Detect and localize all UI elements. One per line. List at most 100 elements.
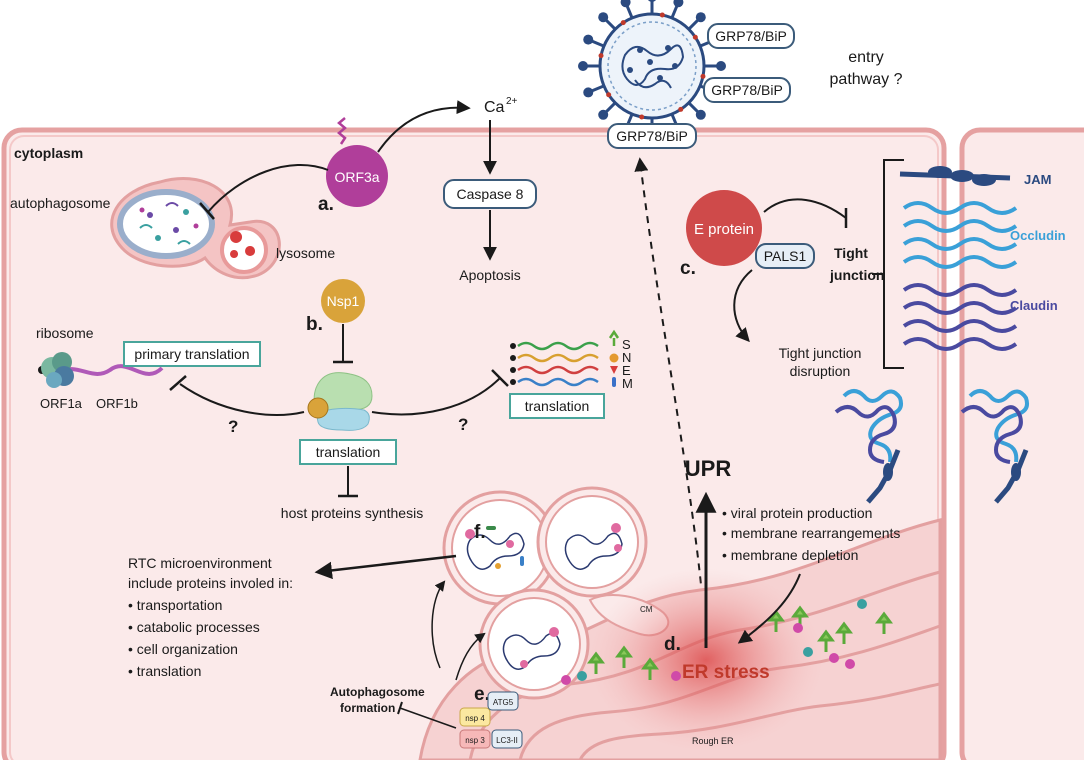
rtc-bullet-1: • transportation: [128, 597, 222, 613]
question-right: ?: [458, 415, 468, 434]
claudin-label: Claudin: [1010, 298, 1058, 313]
virus-spike-stalk: [590, 39, 605, 48]
orf3a-label: ORF3a: [334, 169, 379, 185]
virus-envelope-protein: [678, 106, 684, 112]
ribosome-left: [38, 352, 164, 388]
junction-bracket: [883, 159, 904, 369]
label-c: c.: [680, 258, 696, 279]
jam-proteins: [899, 166, 1011, 186]
e-protein-label: E protein: [694, 221, 754, 238]
rtc-line-1: RTC microenvironment: [128, 555, 272, 571]
autophagosome-lysosome: [110, 177, 281, 280]
grp78-box-3: [607, 123, 697, 149]
er-spike-proteins: [561, 599, 893, 685]
orf3a-to-ca-arrow: [377, 100, 471, 153]
label-a: a.: [318, 194, 334, 215]
virus-spike-head: [578, 61, 588, 71]
nsp3-box: [459, 729, 491, 749]
ribosome-center: [307, 372, 373, 431]
cytoplasm-label: cytoplasm: [14, 145, 83, 161]
label-d: d.: [664, 634, 681, 655]
translation-right-box: [509, 393, 605, 419]
occludin-label: Occludin: [1010, 228, 1066, 243]
neighbor-cell: [959, 127, 1084, 760]
rtc-line-2: include proteins involed in:: [128, 575, 293, 591]
jam-label: JAM: [1024, 172, 1051, 187]
e-protein-circle: [686, 190, 762, 266]
virus-envelope-protein: [692, 34, 698, 40]
er-protein-dot: [829, 653, 839, 663]
question-left: ?: [228, 417, 238, 436]
lc3-box: [491, 729, 523, 749]
primary-translation-box: [123, 341, 261, 367]
virus-envelope-protein: [620, 20, 626, 26]
autophagosome-formation-label-1: Autophagosome: [330, 685, 425, 699]
virus-spike-head: [673, 0, 684, 8]
pals1-box: [755, 243, 815, 269]
apoptosis-label: Apoptosis: [459, 267, 520, 283]
virus-spike-stalk: [687, 18, 700, 31]
grp78-box-2: [703, 77, 791, 103]
virus-spike-stalk: [604, 101, 617, 114]
er-bullet-1: • viral protein production: [722, 505, 872, 521]
tj-disruption-label-2: disruption: [790, 363, 851, 379]
pals1-label: PALS1: [764, 248, 807, 264]
er-protein-dot: [561, 675, 571, 685]
orf3a-tail: [337, 117, 347, 145]
autophagosome-formation-label-2: formation: [340, 701, 395, 715]
virus-spike-stalk: [670, 4, 679, 19]
nsp4-label: nsp 4: [465, 714, 485, 723]
virus-spike-head: [695, 12, 706, 23]
translation-center-box: [299, 439, 397, 465]
orf1b-label: ORF1b: [96, 396, 138, 411]
ca-label: Ca: [484, 99, 505, 116]
er-bullet-3: • membrane depletion: [722, 547, 858, 563]
rtc-bullet-4: • translation: [128, 663, 201, 679]
virus-envelope-protein: [659, 12, 665, 18]
upr-label: UPR: [685, 456, 732, 481]
rough-er-label: Rough ER: [692, 736, 734, 746]
er-protein-dot: [857, 599, 867, 609]
orf1a-label: ORF1a: [40, 396, 83, 411]
caspase8-label: Caspase 8: [457, 186, 524, 202]
er-protein-dot: [577, 671, 587, 681]
er-protein-dot: [845, 659, 855, 669]
er-spike-protein: [615, 645, 633, 668]
er-stress-glow: [588, 568, 824, 752]
dmv-top: [442, 490, 558, 606]
er-spike-protein: [817, 629, 835, 652]
caspase8-box: [443, 179, 537, 209]
translation-right-label: translation: [525, 398, 590, 414]
er-protein-dot: [793, 623, 803, 633]
structural-mrnas: [510, 329, 620, 387]
er-spike-protein: [767, 609, 785, 632]
grp78-label-2: GRP78/BiP: [711, 82, 783, 98]
virus-envelope-protein: [606, 92, 612, 98]
virus-envelope-protein: [700, 73, 706, 79]
er-protein-dot: [671, 671, 681, 681]
virus-spike-head: [648, 0, 656, 2]
n-label: N: [622, 350, 631, 365]
virus-envelope-protein: [639, 114, 645, 120]
label-b: b.: [306, 314, 323, 335]
occludin-proteins: [902, 201, 1018, 269]
grp78-box-1: [707, 23, 795, 49]
virus-spike-stalk: [590, 84, 605, 93]
nsp3-label: nsp 3: [465, 736, 485, 745]
virus-spike-stalk: [687, 101, 700, 114]
dmv-bottom: [478, 588, 590, 700]
tj-disruption-label-1: Tight junction: [779, 345, 862, 361]
virus-spike-stalk: [604, 18, 617, 31]
tight-junction-label-1: Tight: [834, 245, 868, 261]
label-e: e.: [474, 684, 490, 705]
translation-center-label: translation: [316, 444, 381, 460]
atg5-label: ATG5: [493, 698, 514, 707]
virus-spike-head: [695, 109, 706, 120]
nsp1-label: Nsp1: [327, 293, 360, 309]
autophagosome-label: autophagosome: [10, 195, 111, 211]
orf3a-circle: [326, 145, 388, 207]
s-label: S: [622, 337, 631, 352]
nsp4-box: [459, 707, 491, 727]
